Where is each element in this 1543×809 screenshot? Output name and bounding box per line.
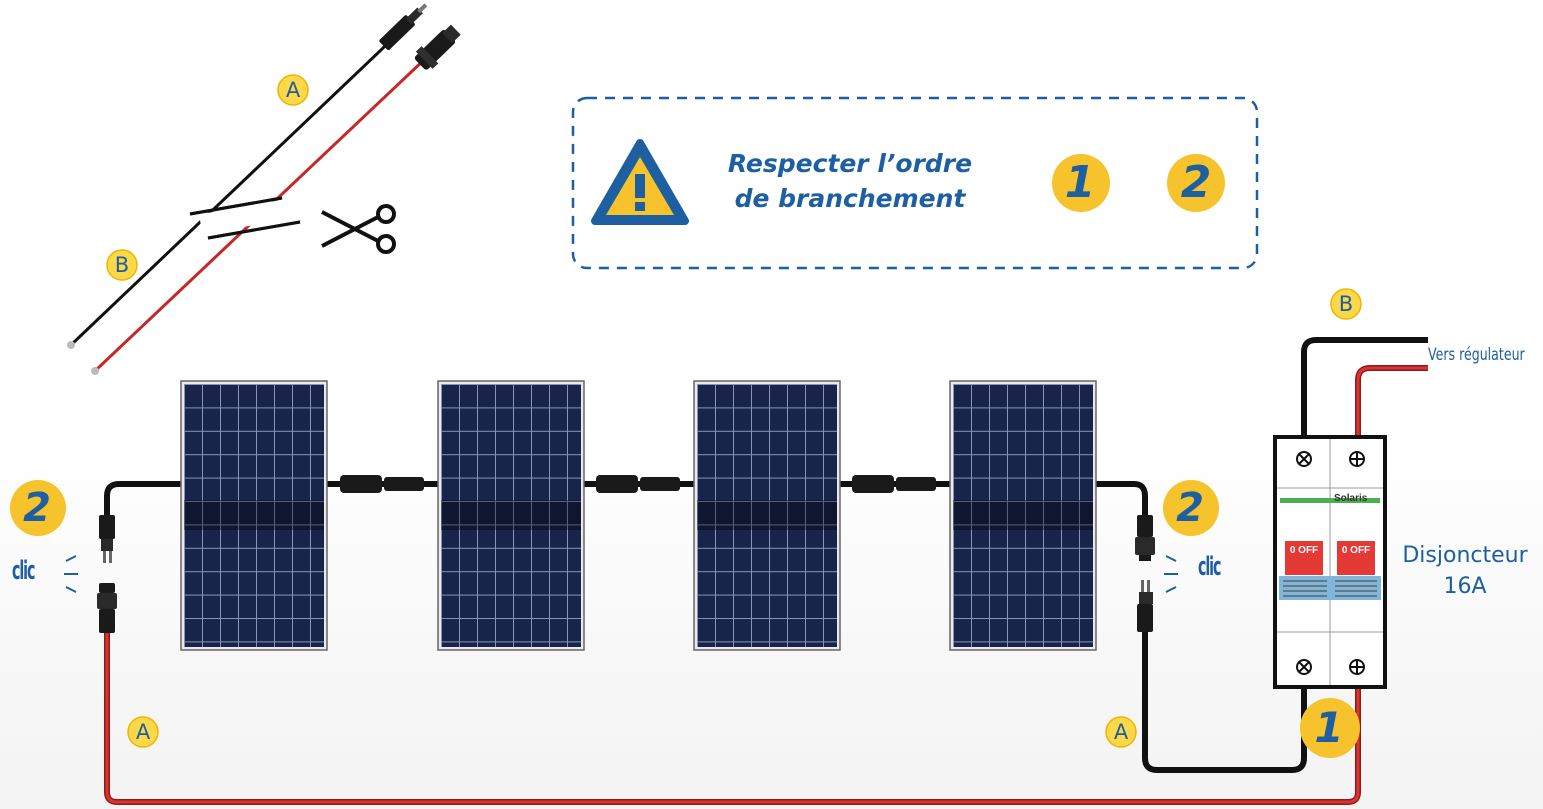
- solar-panel-2: [437, 380, 585, 651]
- disjoncteur-line-2: 16A: [1443, 574, 1487, 599]
- label-b-breaker-circle: [1330, 288, 1362, 320]
- click-spark-left: [64, 555, 78, 593]
- step-2-badge-left: [10, 480, 66, 536]
- warning-step-2-badge: [1167, 154, 1225, 212]
- clic-label-left: clic: [12, 556, 35, 586]
- mc4-left-top: [99, 515, 115, 563]
- cable-illustration: [67, 3, 461, 375]
- solar-panel-1: [180, 380, 328, 651]
- click-spark-right: [1164, 555, 1178, 593]
- solar-panel-3: [693, 380, 841, 651]
- warning-step-2-number: 2: [1180, 157, 1212, 208]
- warning-step-1-badge: [1052, 154, 1110, 212]
- label-a-right: A: [1113, 720, 1129, 744]
- label-b-top-circle: [106, 249, 138, 281]
- warning-box: [571, 96, 1259, 270]
- label-a-top: A: [285, 78, 301, 102]
- breaker-off-right: 0 OFF: [1341, 545, 1371, 556]
- step-2-number-left: 2: [23, 485, 51, 531]
- mc4-connector-male: [379, 3, 428, 51]
- mc4-right-top: [1135, 515, 1155, 561]
- solar-panel-4: [949, 380, 1097, 651]
- vers-regulateur-label: Vers régulateur: [1428, 345, 1525, 365]
- circuit-breaker: [1273, 435, 1387, 689]
- warning-message: Respecter l’ordre de branchement: [700, 146, 1000, 216]
- label-a-left-circle: [127, 716, 159, 748]
- label-a-left: A: [135, 720, 151, 744]
- label-a-right-circle: [1105, 716, 1137, 748]
- warning-triangle-icon: [591, 139, 689, 225]
- warning-step-1-number: 1: [1064, 157, 1096, 208]
- warning-line-1: Respecter l’ordre: [727, 149, 973, 178]
- step-1-number-breaker: 1: [1314, 703, 1344, 752]
- step-2-number-right: 2: [1176, 485, 1204, 531]
- scissors-icon: [321, 204, 396, 254]
- breaker-off-left: 0 OFF: [1289, 545, 1319, 556]
- step-1-badge-breaker: [1300, 698, 1360, 758]
- mc4-right-bottom: [1137, 580, 1153, 632]
- inline-connectors: [340, 475, 936, 493]
- step-2-badge-right: [1163, 480, 1219, 536]
- disjoncteur-line-1: Disjoncteur: [1402, 543, 1528, 568]
- clic-label-right: clic: [1198, 552, 1221, 582]
- label-b-top: B: [114, 253, 130, 277]
- label-a-top-circle: [277, 74, 309, 106]
- label-b-breaker: B: [1338, 292, 1354, 316]
- cables: [104, 337, 1428, 805]
- mc4-connector-female: [414, 24, 461, 70]
- warning-line-2: de branchement: [734, 184, 966, 213]
- breaker-brand: Solaris: [1334, 493, 1368, 504]
- mc4-left-bottom: [97, 583, 117, 633]
- disjoncteur-label: Disjoncteur 16A: [1385, 540, 1543, 602]
